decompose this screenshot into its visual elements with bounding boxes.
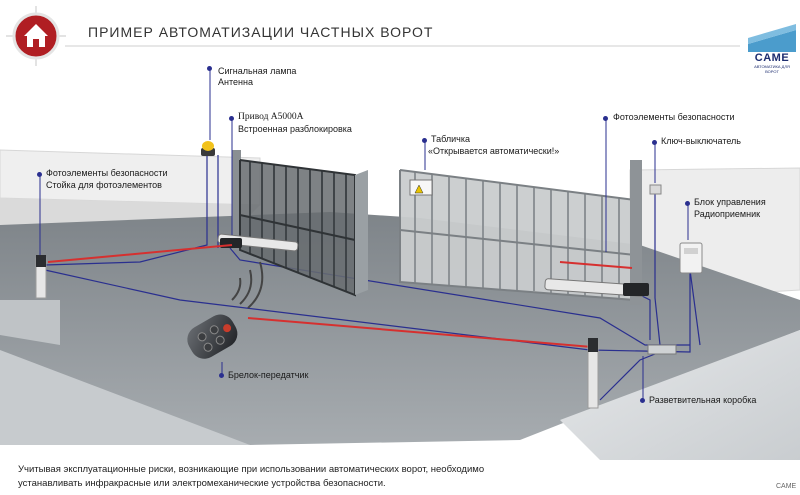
safety-note: Учитывая эксплуатационные риски, возника…	[18, 463, 718, 491]
callout-dot-control-unit	[685, 201, 690, 206]
label-control-unit: Блок управления	[694, 197, 766, 207]
logo-tagline: АВТОМАТИКА ДЛЯ ВОРОТ	[754, 64, 790, 74]
left-path	[0, 350, 250, 445]
label-sign: Табличка	[431, 134, 470, 144]
label-radio-receiver: Радиоприемник	[694, 209, 761, 219]
control-unit-box	[679, 242, 703, 274]
label-antenna: Антенна	[218, 77, 253, 87]
label-photocells-right: Фотоэлементы безопасности	[613, 112, 735, 122]
callout-dot-sign	[422, 138, 427, 143]
warning-sign	[409, 179, 433, 196]
ir-beam-inner-left	[47, 244, 233, 263]
callout-dot-drive	[229, 116, 234, 121]
gate-post-left	[232, 150, 241, 250]
callout-dot-keyfob	[219, 373, 224, 378]
logo-wordmark: CAME	[754, 52, 790, 64]
junction-box	[647, 344, 677, 355]
label-photocell-post: Стойка для фотоэлементов	[46, 180, 162, 190]
callout-dot-photocells-right	[603, 116, 608, 121]
callout-dot-photocells-left	[37, 172, 42, 177]
label-release: Встроенная разблокировка	[238, 124, 352, 134]
label-sign-text: «Открывается автоматически!»	[428, 146, 560, 156]
label-photocells-left: Фотоэлементы безопасности	[46, 168, 168, 178]
left-gate	[239, 159, 368, 297]
radio-waves-icon	[231, 261, 264, 309]
safety-note-line-1: Учитывая эксплуатационные риски, возника…	[18, 464, 485, 475]
footer-brand: CAME	[776, 483, 797, 490]
wiring	[44, 155, 701, 401]
photocell-post-right	[587, 338, 599, 409]
ir-beam-outer	[247, 317, 593, 348]
page-title: ПРИМЕР АВТОМАТИЗАЦИИ ЧАСТНЫХ ВОРОТ	[88, 24, 434, 40]
label-junction-box: Разветвительная коробка	[649, 395, 757, 405]
house-icon	[6, 6, 66, 66]
signal-lamp-icon	[201, 141, 215, 156]
photocell-post-left	[35, 255, 47, 299]
label-keyfob: Брелок-передатчик	[228, 370, 309, 380]
label-key-switch: Ключ-выключатель	[661, 136, 741, 146]
actuator-right	[544, 278, 649, 297]
right-gate	[399, 160, 642, 305]
ir-beam-inner-right	[559, 261, 633, 269]
callout-dot-lamp	[207, 66, 212, 71]
safety-note-line-2: устанавливать инфракрасные или электроме…	[18, 478, 386, 489]
key-switch-box	[649, 184, 662, 195]
label-signal-lamp: Сигнальная лампа	[218, 66, 297, 76]
label-drive: Привод A5000A	[238, 112, 304, 122]
keyfob-icon	[187, 314, 238, 359]
gate-post-right	[630, 160, 642, 305]
callout-dot-key-switch	[652, 140, 657, 145]
came-logo: CAME АВТОМАТИКА ДЛЯ ВОРОТ	[748, 24, 796, 74]
right-path	[560, 330, 800, 460]
callout-dot-junction	[640, 398, 645, 403]
